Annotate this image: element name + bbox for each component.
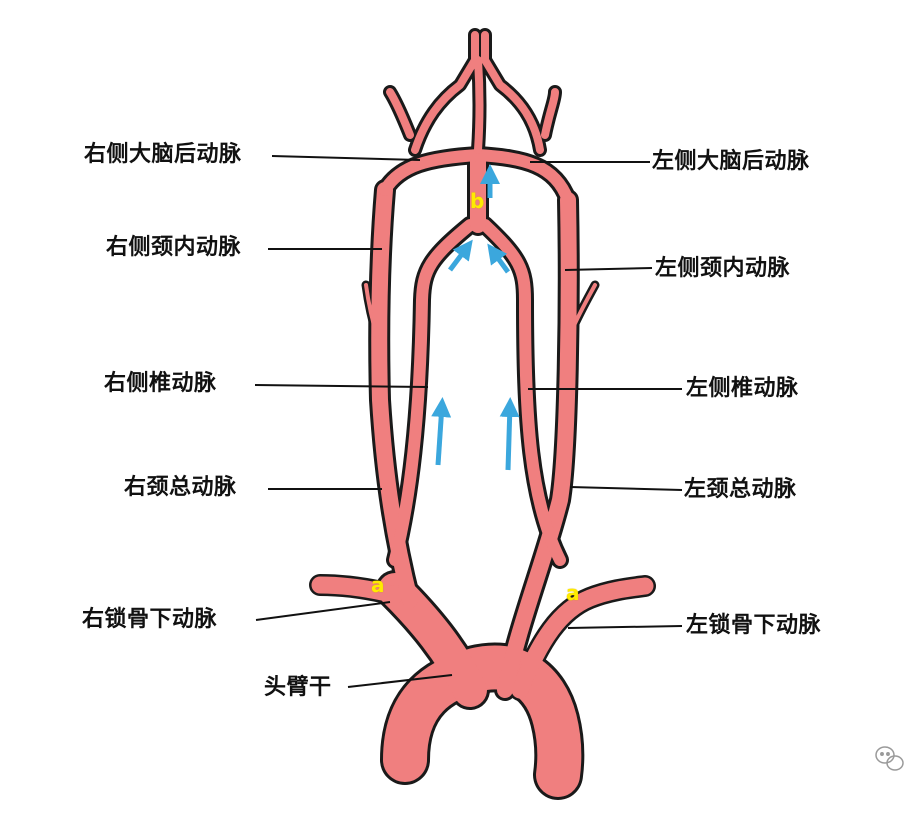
label-left-subclavian-artery: 左锁骨下动脉 xyxy=(686,615,821,637)
label-right-vertebral-artery: 右侧椎动脉 xyxy=(104,373,217,395)
label-left-posterior-cerebral-artery: 左侧大脑后动脉 xyxy=(652,151,810,173)
marker-a-left: a xyxy=(566,583,580,603)
leader-left-subclavian xyxy=(568,626,682,628)
label-right-internal-carotid-artery: 右侧颈内动脉 xyxy=(106,237,241,259)
leader-left-cca xyxy=(570,487,682,490)
label-left-common-carotid-artery: 左颈总动脉 xyxy=(684,479,797,501)
label-right-common-carotid-artery: 右颈总动脉 xyxy=(124,477,237,499)
leader-right-subclavian xyxy=(256,602,390,620)
leader-right-pca xyxy=(272,156,420,160)
label-left-vertebral-artery: 左侧椎动脉 xyxy=(686,378,799,400)
label-brachiocephalic-trunk: 头臂干 xyxy=(264,677,332,699)
label-right-subclavian-artery: 右锁骨下动脉 xyxy=(82,609,217,631)
wechat-logo-icon xyxy=(876,747,903,770)
marker-b-basilar: b xyxy=(470,191,484,211)
label-right-posterior-cerebral-artery: 右侧大脑后动脉 xyxy=(84,144,242,166)
flow-arrow-left-vertebral xyxy=(508,405,510,470)
marker-a-right: a xyxy=(371,575,385,595)
label-left-internal-carotid-artery: 左侧颈内动脉 xyxy=(655,258,790,280)
flow-arrow-right-vertebral xyxy=(438,405,442,465)
leader-right-vertebral xyxy=(255,385,428,387)
